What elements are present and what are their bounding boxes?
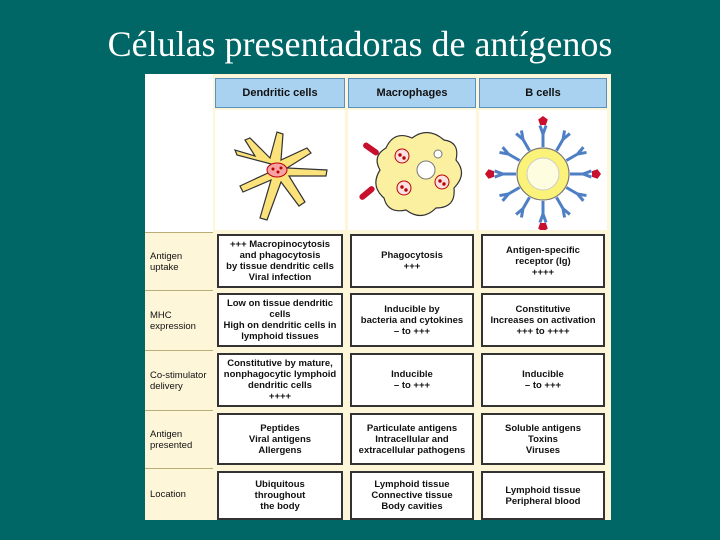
receptor-arm — [494, 169, 504, 176]
cell-dendritic-location: Ubiquitous throughout the body — [217, 471, 343, 520]
header-dendritic-cells: Dendritic cells — [215, 78, 345, 108]
cell-dendritic-mhc-expression: Low on tissue dendritic cells High on de… — [217, 293, 343, 347]
cell-bcell-antigen-uptake: Antigen-specific receptor (Ig) ++++ — [481, 234, 605, 288]
receptor-arm — [576, 193, 585, 202]
blank-corner — [145, 74, 213, 232]
receptor-stem — [565, 186, 579, 196]
slide-title: Células presentadoras de antígenos — [107, 24, 613, 64]
cell-macrophage-location: Lymphoid tissue Connective tissue Body c… — [350, 471, 474, 520]
cell-macrophage-antigen-presented: Particulate antigens Intracellular and e… — [350, 413, 474, 465]
receptor-stem — [521, 138, 531, 152]
receptor-stem — [521, 196, 531, 210]
antigen — [538, 223, 548, 230]
receptor-arm — [582, 172, 592, 179]
cell-dendritic-antigen-presented: Peptides Viral antigens Allergens — [217, 413, 343, 465]
apc-figure: Dendritic cells Macrophages B cells — [145, 74, 611, 520]
cell-macrophage-mhc-expression: Inducible by bacteria and cytokines – to… — [350, 293, 474, 347]
cell-macrophage-antigen-uptake: Phagocytosis +++ — [350, 234, 474, 288]
cell-bcell-mhc-expression: Constitutive Increases on activation +++… — [481, 293, 605, 347]
receptor-arm — [541, 125, 548, 135]
receptor-arm — [538, 213, 545, 223]
antigen — [592, 169, 601, 179]
receptor-stem — [565, 152, 579, 162]
receptor-stem — [555, 138, 565, 152]
row-label-costimulator-delivery: Co-stimulator delivery — [145, 350, 213, 410]
receptor-arm — [499, 192, 509, 198]
cell-dendritic-antigen-uptake: +++ Macropinocytosis and phagocytosis by… — [217, 234, 343, 288]
receptor-stem — [507, 186, 521, 196]
receptor-arm — [561, 208, 567, 218]
receptor-stem — [507, 152, 521, 162]
cell-bcell-costimulator: Inducible – to +++ — [481, 353, 605, 407]
cell-bcell-antigen-presented: Soluble antigens Toxins Viruses — [481, 413, 605, 465]
cell-macrophage-costimulator: Inducible – to +++ — [350, 353, 474, 407]
cell-dendritic-costimulator: Constitutive by mature, nonphagocytic ly… — [217, 353, 343, 407]
macrophage-image — [348, 110, 476, 230]
antigen — [485, 169, 494, 179]
b-cell-image — [479, 110, 607, 230]
receptor-arm — [577, 150, 587, 156]
cell-bcell-location: Lymphoid tissue Peripheral blood — [481, 471, 605, 520]
row-label-location: Location — [145, 468, 213, 520]
row-label-antigen-presented: Antigen presented — [145, 410, 213, 468]
receptor-arm — [501, 146, 510, 155]
dendritic-cell-image — [215, 110, 345, 230]
dendritic-cell-icon — [233, 131, 328, 221]
row-label-antigen-uptake: Antigen uptake — [145, 232, 213, 290]
b-cell-icon — [485, 116, 601, 230]
header-macrophages: Macrophages — [348, 78, 476, 108]
receptor-arm — [519, 130, 525, 140]
receptor-stem — [555, 196, 565, 210]
header-b-cells: B cells — [479, 78, 607, 108]
macrophage-icon — [359, 131, 463, 217]
antigen — [538, 116, 548, 125]
row-label-mhc-expression: MHC expression — [145, 290, 213, 350]
apc-table: Dendritic cells Macrophages B cells — [145, 74, 611, 520]
receptor-arm — [562, 132, 571, 141]
receptor-arm — [515, 207, 524, 216]
